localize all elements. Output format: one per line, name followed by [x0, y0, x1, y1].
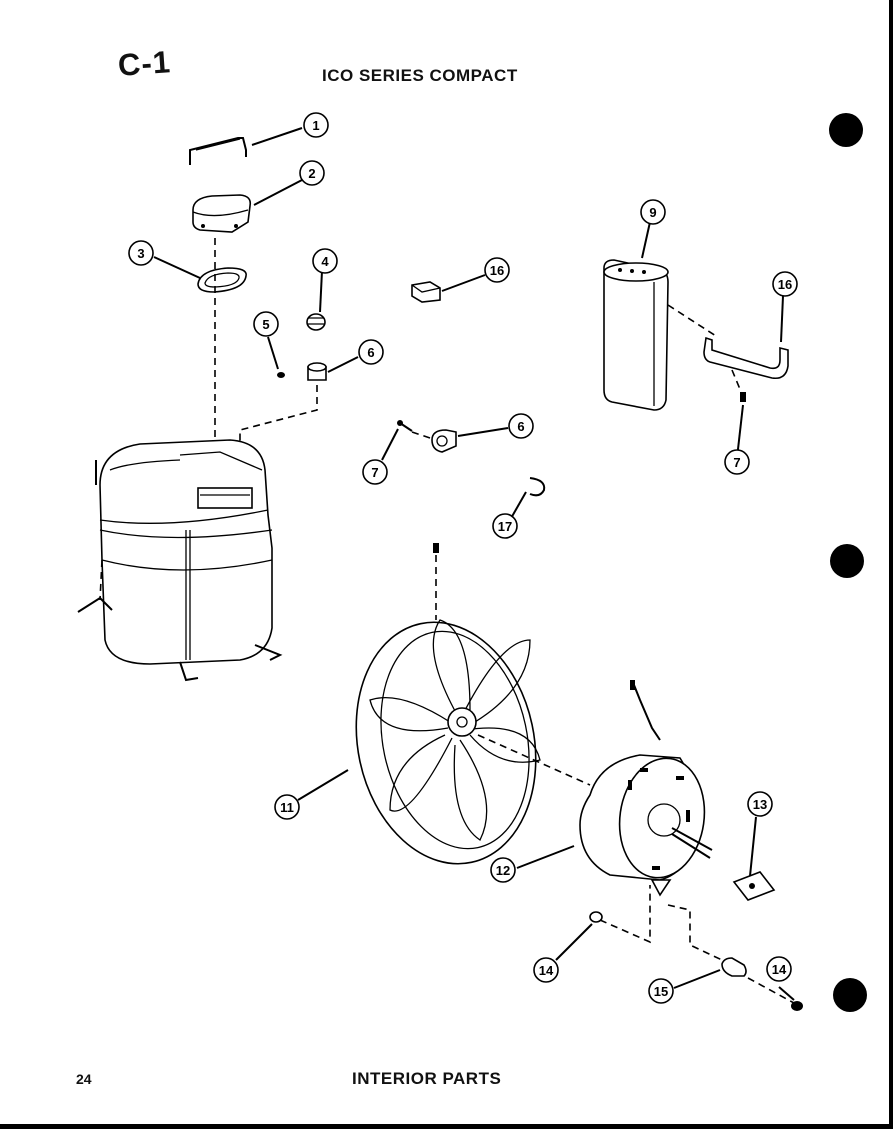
callout-label: 7: [733, 455, 740, 470]
callout-16-right: 16: [772, 271, 798, 297]
callout-11: 11: [274, 794, 300, 820]
callout-label: 6: [517, 419, 524, 434]
callout-label: 12: [496, 863, 510, 878]
callout-label: 9: [649, 205, 656, 220]
callout-14-left: 14: [533, 957, 559, 983]
part-1-clip: [189, 137, 247, 165]
callout-label: 16: [490, 263, 504, 278]
part-16-clip: [411, 281, 441, 303]
callout-1: 1: [303, 112, 329, 138]
part-9-capacitor: [603, 259, 669, 411]
callout-label: 13: [753, 797, 767, 812]
callout-4: 4: [312, 248, 338, 274]
callout-6-middle: 6: [508, 413, 534, 439]
part-5-screw: [277, 372, 285, 378]
part-6-spacer: [307, 362, 327, 381]
callout-14-right: 14: [766, 956, 792, 982]
footer-title: INTERIOR PARTS: [352, 1069, 502, 1088]
part-12-fan-motor: [579, 680, 713, 897]
part-11-fan-blade: [355, 543, 541, 865]
part-13-plate: [732, 871, 776, 901]
callout-label: 4: [321, 254, 329, 269]
binder-hole-middle: [830, 544, 864, 578]
page-title: ICO SERIES COMPACT: [322, 66, 518, 85]
part-14-nut-lower: [791, 1001, 803, 1011]
callout-7: 7: [362, 459, 388, 485]
callout-15: 15: [648, 978, 674, 1004]
callout-label: 7: [371, 465, 378, 480]
part-6-clamp: [431, 429, 457, 453]
callout-label: 15: [654, 984, 668, 999]
callout-label: 17: [498, 519, 512, 534]
part-14-nut: [589, 911, 603, 923]
callout-7-right: 7: [724, 449, 750, 475]
binder-hole-bottom: [833, 978, 867, 1012]
callout-label: 1: [312, 118, 319, 133]
part-3-gasket: [197, 267, 247, 293]
callout-16-upper: 16: [484, 257, 510, 283]
leader-lines: [153, 127, 795, 1001]
part-15-spacer: [721, 957, 747, 977]
callout-3: 3: [128, 240, 154, 266]
callout-label: 16: [778, 277, 792, 292]
page-number: 24: [76, 1071, 92, 1087]
callout-12: 12: [490, 857, 516, 883]
callout-label: 3: [137, 246, 144, 261]
callout-label: 2: [308, 166, 315, 181]
part-7-screw-right: [740, 392, 746, 402]
binder-hole-top: [829, 113, 863, 147]
part-17-ring-clip: [529, 477, 546, 497]
callout-17: 17: [492, 513, 518, 539]
part-4-grommet: [306, 313, 326, 331]
callout-label: 6: [367, 345, 374, 360]
part-2-terminal-cover: [192, 194, 252, 233]
callout-9: 9: [640, 199, 666, 225]
compressor: [77, 439, 283, 682]
callout-label: 14: [539, 963, 554, 978]
callout-label: 11: [280, 800, 294, 815]
callout-6: 6: [358, 339, 384, 365]
callout-2: 2: [299, 160, 325, 186]
callout-label: 14: [772, 962, 787, 977]
callout-label: 5: [262, 317, 269, 332]
part-16-bracket-strap: [703, 336, 789, 380]
part-7-screw: [397, 420, 413, 432]
callout-13: 13: [747, 791, 773, 817]
callout-5: 5: [253, 311, 279, 337]
